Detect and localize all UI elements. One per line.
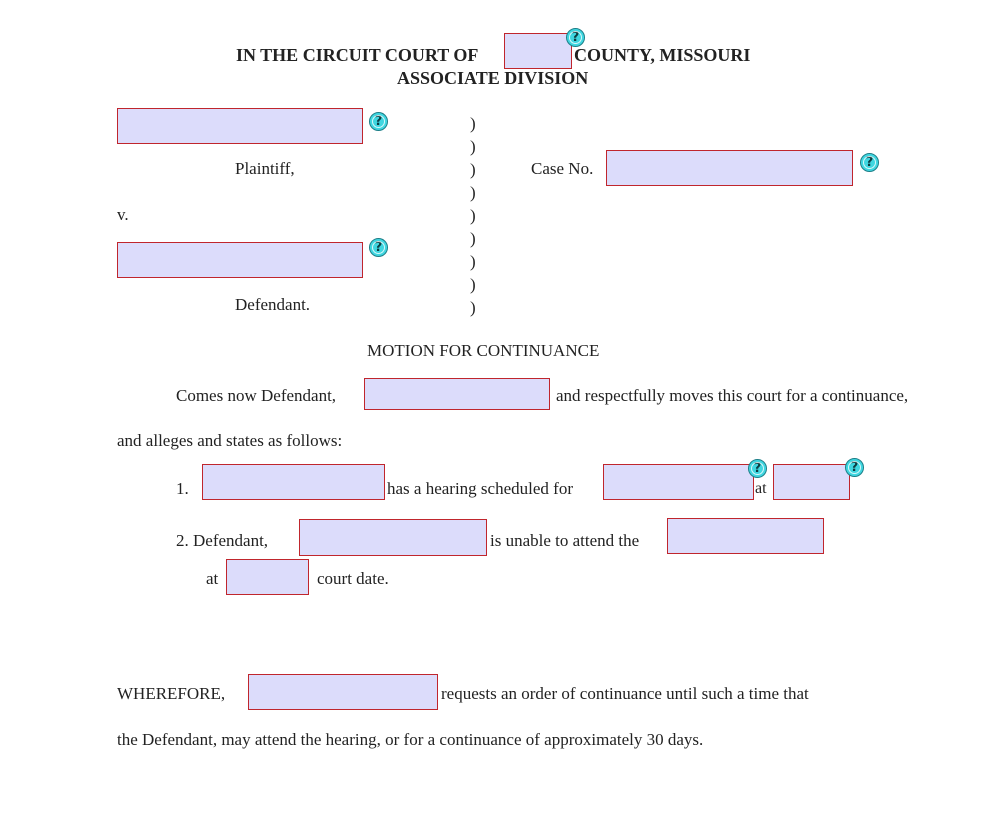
hearing-date-field[interactable] <box>603 464 754 500</box>
versus-label: v. <box>117 205 129 224</box>
requests-text: requests an order of continuance until s… <box>441 684 809 703</box>
county-help-icon[interactable]: ? <box>566 28 585 47</box>
plaintiff-label: Plaintiff, <box>235 159 295 178</box>
unable-to-attend-text: is unable to attend the <box>490 531 640 550</box>
item-2-at-text: at <box>206 569 219 588</box>
defendant-name-field[interactable] <box>117 242 363 278</box>
caption-divider-paren: ) <box>470 160 476 179</box>
case-number-help-icon[interactable]: ? <box>860 153 879 172</box>
caption-divider-paren: ) <box>470 206 476 225</box>
motion-title: MOTION FOR CONTINUANCE <box>367 341 600 360</box>
hearing-scheduled-text: has a hearing scheduled for <box>387 479 573 498</box>
case-number-field[interactable] <box>606 150 853 186</box>
defendant-label: Defendant. <box>235 295 311 314</box>
comes-now-text: Comes now Defendant, <box>176 386 337 405</box>
defendant-help-icon[interactable]: ? <box>369 238 388 257</box>
item-2-time-field[interactable] <box>226 559 309 595</box>
alleges-text: and alleges and states as follows: <box>117 431 343 450</box>
item-2-defendant-field[interactable] <box>299 519 487 556</box>
plaintiff-name-field[interactable] <box>117 108 363 144</box>
plaintiff-help-icon[interactable]: ? <box>369 112 388 131</box>
item-2-event-field[interactable] <box>667 518 824 554</box>
case-number-label: Case No. <box>531 159 594 178</box>
wherefore-party-field[interactable] <box>248 674 438 710</box>
county-field[interactable] <box>504 33 572 69</box>
court-division: ASSOCIATE DIVISION <box>397 68 589 88</box>
hearing-time-field[interactable] <box>773 464 850 500</box>
court-date-text: court date. <box>317 569 389 588</box>
item-1-number: 1. <box>176 479 189 498</box>
item-1-at-text: at <box>755 480 767 497</box>
court-name-suffix: COUNTY, MISSOURI <box>574 45 751 65</box>
hearing-date-help-icon[interactable]: ? <box>748 459 767 478</box>
respectfully-text: and respectfully moves this court for a … <box>556 386 909 405</box>
hearing-time-help-icon[interactable]: ? <box>845 458 864 477</box>
caption-divider-paren: ) <box>470 275 476 294</box>
wherefore-text: WHEREFORE, <box>117 684 226 703</box>
court-name-prefix: IN THE CIRCUIT COURT OF <box>236 45 479 65</box>
closing-text: the Defendant, may attend the hearing, o… <box>117 730 704 749</box>
caption-divider-paren: ) <box>470 183 476 202</box>
caption-divider-paren: ) <box>470 114 476 133</box>
item-2-defendant-text: 2. Defendant, <box>176 531 269 550</box>
caption-divider-paren: ) <box>470 137 476 156</box>
caption-divider-paren: ) <box>470 252 476 271</box>
item-1-party-field[interactable] <box>202 464 385 500</box>
caption-divider-paren: ) <box>470 229 476 248</box>
caption-divider-paren: ) <box>470 298 476 317</box>
defendant-name-inline-field[interactable] <box>364 378 550 410</box>
